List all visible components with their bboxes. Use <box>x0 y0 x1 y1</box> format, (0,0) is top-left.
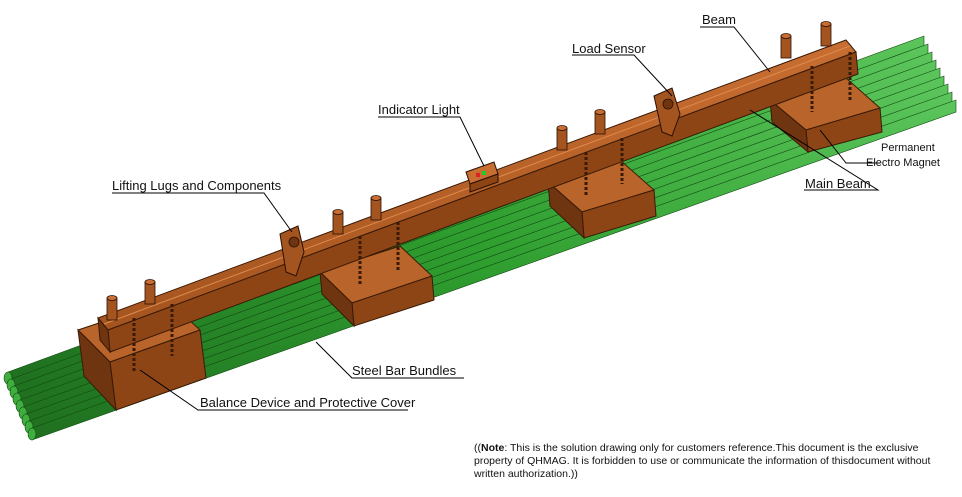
magnet-block-3 <box>546 159 657 240</box>
chains <box>132 52 852 372</box>
lug-stud-cap <box>594 109 606 115</box>
main-beam <box>97 39 859 354</box>
leader-main-beam <box>749 109 880 191</box>
lug-stud <box>594 111 606 135</box>
lug-stud-cap <box>332 209 344 215</box>
label-balance-device: Balance Device and Protective Cover <box>200 395 416 410</box>
leader-load-sensor <box>572 54 673 97</box>
label-load-sensor: Load Sensor <box>572 41 646 56</box>
leader-lifting-lugs <box>112 192 293 233</box>
note-text: : This is the solution drawing only for … <box>474 442 931 480</box>
label-main-beam: Main Beam <box>805 176 871 191</box>
leader-indicator-light <box>378 116 485 167</box>
lug-stud <box>820 23 832 47</box>
leader-lines <box>112 26 880 411</box>
note-keyword: Note <box>481 442 505 454</box>
lug-stud-cap <box>556 125 568 131</box>
lug-stud <box>106 297 118 321</box>
lifting-lug-right <box>653 87 681 137</box>
indicator-green-lamp <box>482 171 486 175</box>
lifting-lug-studs <box>106 21 832 321</box>
leader-beam <box>700 26 771 73</box>
lug-stud-cap <box>780 33 792 39</box>
label-steel-bar-bundles: Steel Bar Bundles <box>352 363 457 378</box>
label-electro-magnet: Electro Magnet <box>866 157 940 169</box>
lug-stud <box>144 281 156 305</box>
lug-stud-cap <box>370 195 382 201</box>
lug-stud <box>556 127 568 151</box>
leader-steel-bar-bundles <box>315 341 464 379</box>
note-prefix: (( <box>474 442 481 454</box>
lug-stud-cap <box>144 279 156 285</box>
label-beam: Beam <box>702 12 736 27</box>
indicator-light <box>465 161 499 193</box>
label-indicator-light: Indicator Light <box>378 102 460 117</box>
label-permanent: Permanent <box>881 142 935 154</box>
lifting-lug-left <box>279 225 305 277</box>
indicator-red-lamp <box>476 173 480 177</box>
steel-bar-end <box>27 427 37 441</box>
disclaimer-note: ((Note: This is the solution drawing onl… <box>474 442 954 481</box>
magnet-block-2 <box>319 245 435 328</box>
lug-stud <box>780 35 792 59</box>
lug-stud <box>370 197 382 221</box>
leader-balance-device <box>139 369 408 411</box>
lug-stud-cap <box>820 21 832 27</box>
lug-stud <box>332 211 344 235</box>
label-lifting-lugs: Lifting Lugs and Components <box>112 178 282 193</box>
leader-electro-magnet <box>819 129 880 164</box>
lifting-lugs <box>279 87 681 277</box>
lug-stud-cap <box>106 295 118 301</box>
